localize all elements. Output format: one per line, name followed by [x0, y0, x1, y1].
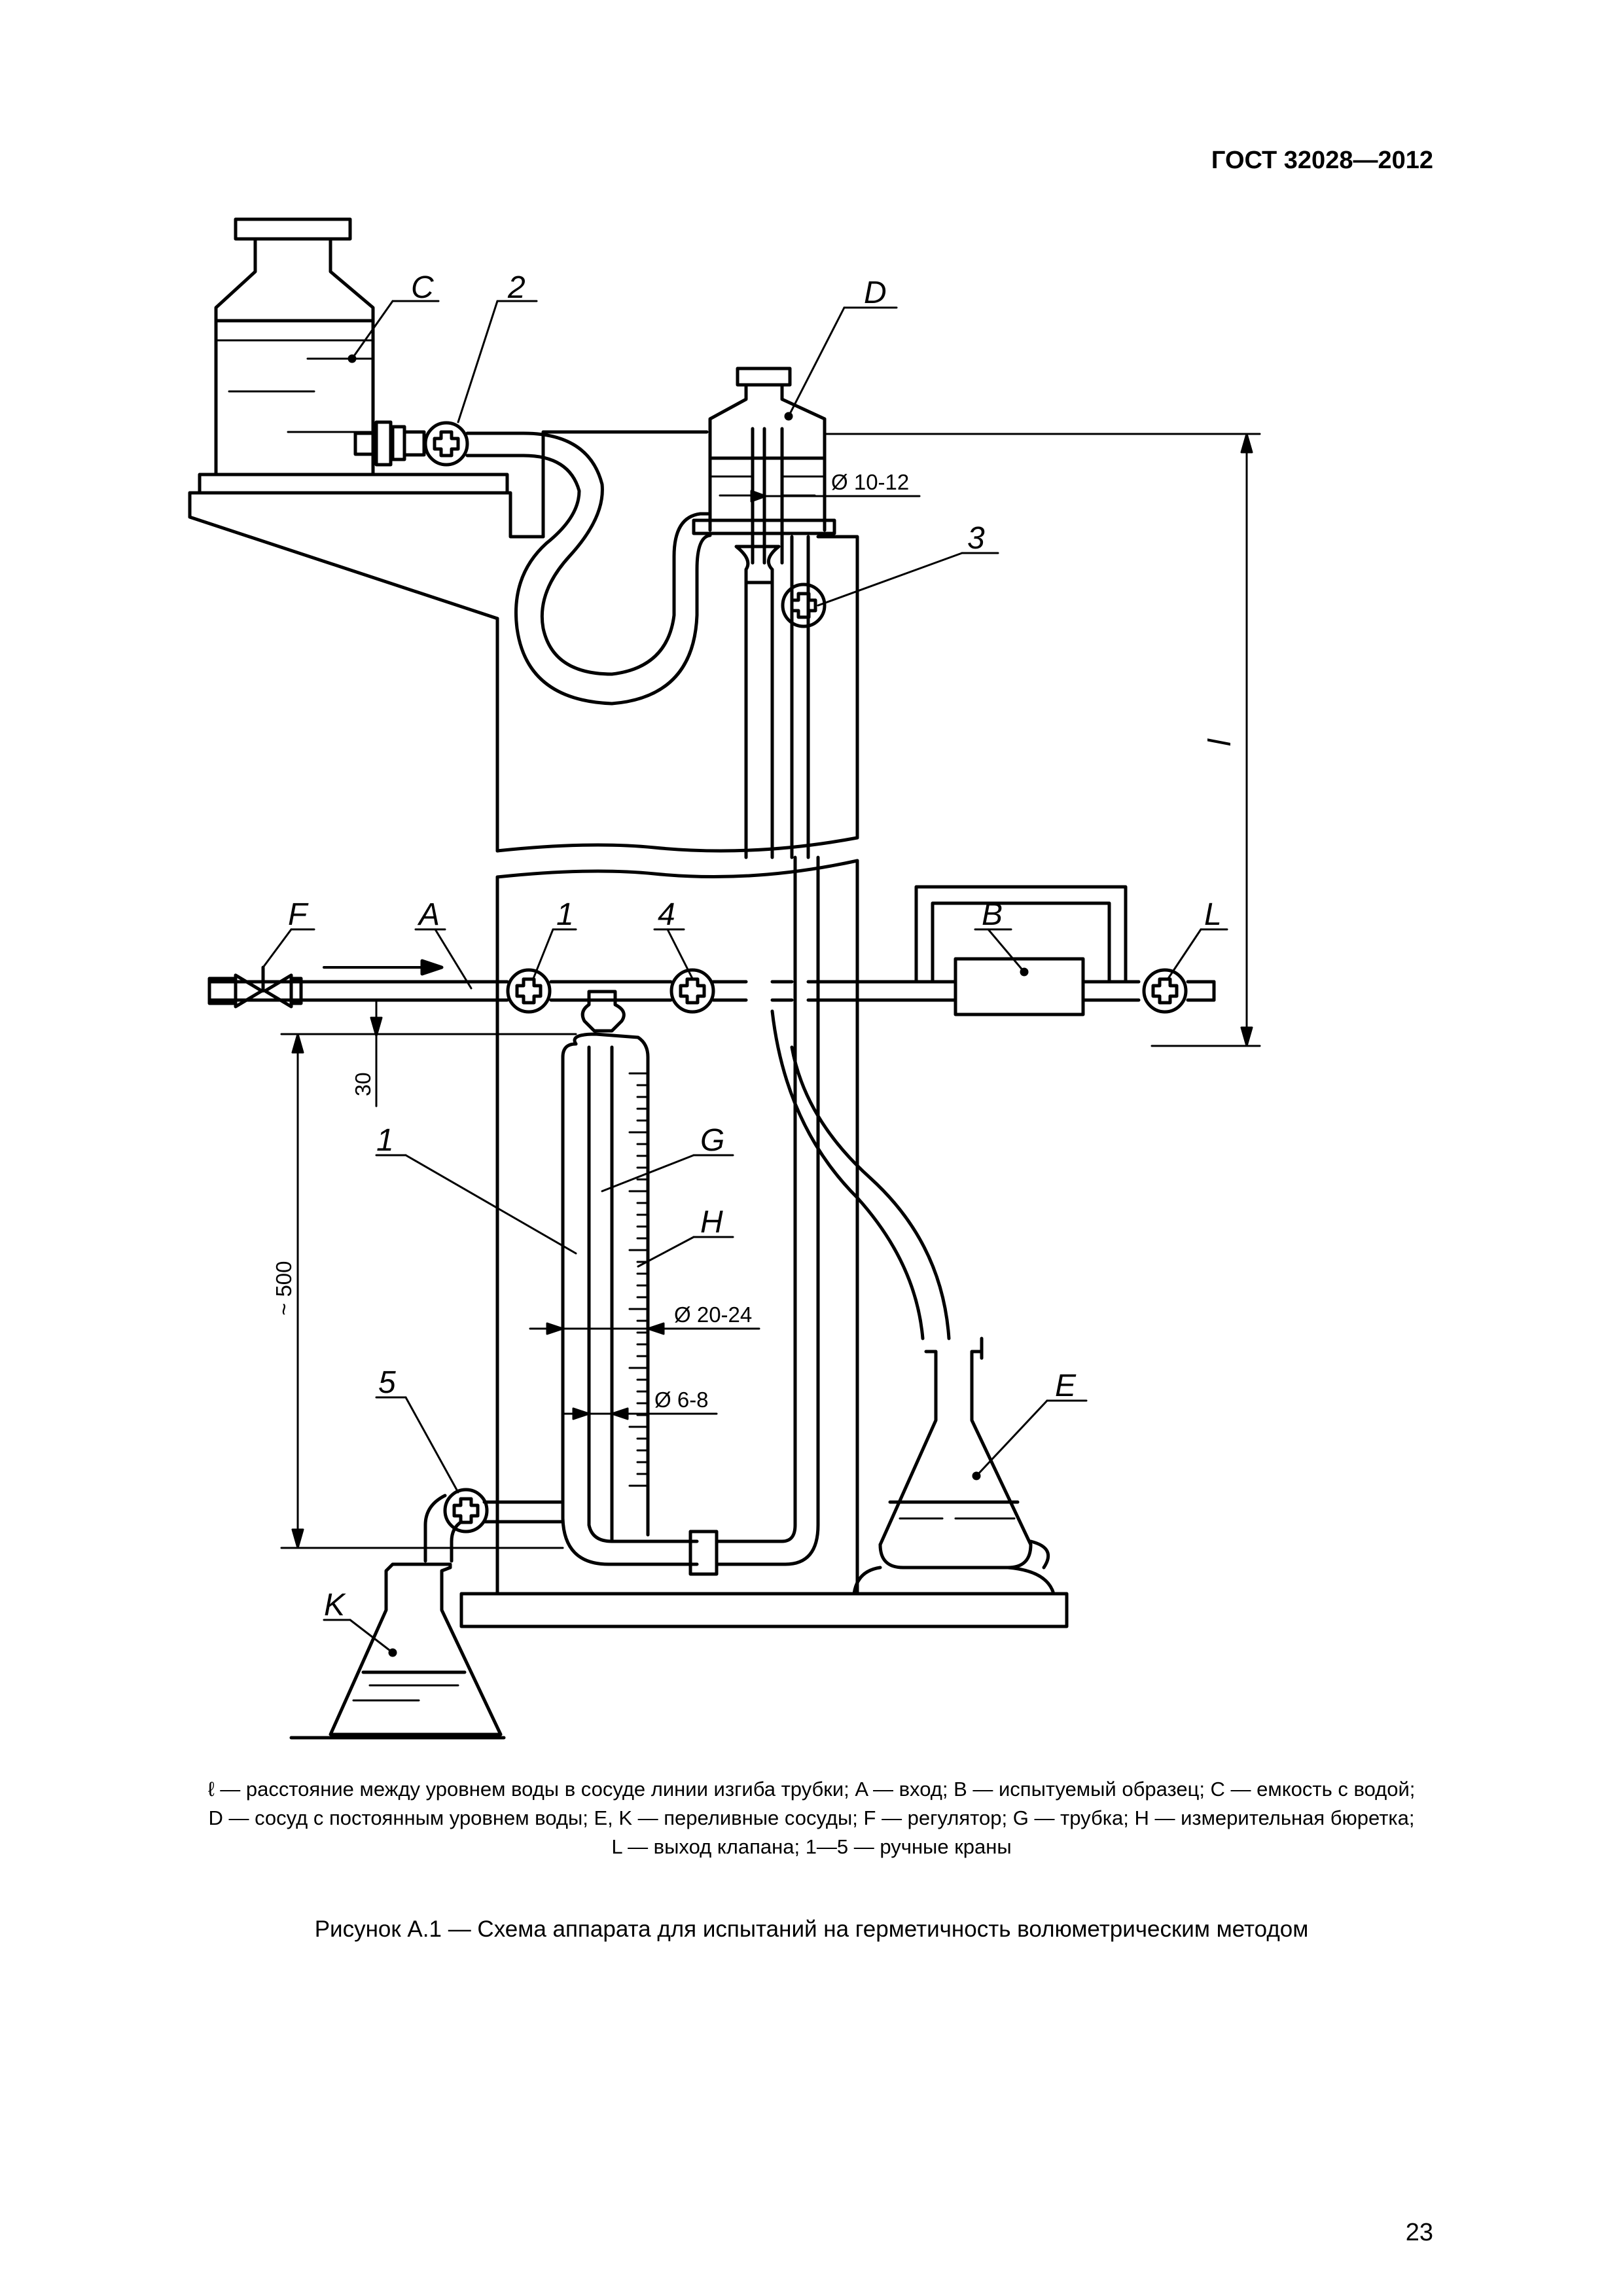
coupling-c	[353, 420, 426, 467]
valve-l-icon[interactable]	[1142, 968, 1188, 1014]
label-1-stand: 1	[376, 1123, 394, 1158]
label-b: B	[982, 897, 1003, 932]
legend-line-3: L — выход клапана; 1—5 — ручные краны	[611, 1835, 1012, 1858]
label-l-distance: l	[1203, 738, 1238, 746]
bottom-connector	[688, 855, 820, 1576]
label-e: E	[1055, 1369, 1077, 1403]
label-c: C	[411, 270, 434, 305]
break-line	[495, 859, 859, 879]
legend-line-2: D — сосуд с постоянным уровнем воды; E, …	[208, 1806, 1415, 1829]
dimension-d10-12	[750, 490, 921, 503]
dim-30: 30	[351, 1072, 375, 1096]
funnel-connector	[734, 545, 781, 584]
label-4: 4	[658, 897, 675, 932]
dimension-500	[280, 1033, 564, 1549]
valve-2-icon[interactable]	[423, 421, 469, 467]
constant-level-vessel-d	[692, 367, 836, 565]
label-k: K	[324, 1588, 346, 1623]
standard-header: ГОСТ 32028—2012	[1211, 147, 1433, 174]
dim-20-24: Ø 20-24	[674, 1302, 752, 1327]
label-1-valve: 1	[556, 897, 574, 932]
valve-1-icon[interactable]	[506, 968, 552, 1014]
valve-5-icon[interactable]	[443, 1488, 489, 1534]
page-number: 23	[1405, 2219, 1433, 2246]
label-a: A	[417, 897, 440, 932]
measuring-burette-h	[561, 990, 699, 1566]
label-5: 5	[378, 1365, 396, 1400]
dim-10-12: Ø 10-12	[831, 470, 909, 494]
dimension-30	[280, 999, 577, 1107]
s-tube	[465, 431, 712, 706]
valve-4-icon[interactable]	[669, 968, 715, 1014]
label-g: G	[700, 1123, 724, 1158]
outlet-pipe-5	[423, 1494, 565, 1563]
dimension-d6-8	[562, 1407, 718, 1420]
water-container-c	[214, 217, 375, 476]
figure-legend: ℓ — расстояние между уровнем воды в сосу…	[111, 1775, 1512, 1861]
leader-lines	[262, 300, 1228, 1654]
regulator-f-icon[interactable]	[207, 965, 303, 1009]
label-d: D	[864, 276, 887, 310]
label-h: H	[700, 1205, 723, 1240]
stand-upper	[495, 430, 859, 853]
label-f: F	[288, 897, 309, 932]
dimension-l	[823, 433, 1261, 1047]
stand-lower	[459, 859, 1069, 1628]
dim-500: ~ 500	[272, 1261, 296, 1316]
label-3: 3	[967, 521, 985, 556]
burette-scale	[628, 1072, 649, 1487]
overflow-flask-k	[289, 1562, 506, 1740]
label-l: L	[1204, 897, 1222, 932]
label-2: 2	[507, 270, 526, 305]
dimension-d20-24	[529, 1322, 760, 1335]
legend-line-1: ℓ — расстояние между уровнем воды в сосу…	[207, 1778, 1416, 1801]
figure-caption: Рисунок А.1 — Схема аппарата для испытан…	[314, 1916, 1309, 1942]
valve-3-icon[interactable]	[781, 583, 827, 628]
overflow-tubes	[744, 535, 810, 859]
overflow-flask-e	[770, 1009, 1056, 1596]
apparatus-diagram: C 2 D 3 F A 1 4 B L 1 G H E 5 K l Ø 10-1…	[188, 217, 1261, 1740]
test-sample-b	[914, 885, 1128, 1016]
dim-6-8: Ø 6-8	[654, 1388, 709, 1412]
shelf-bracket	[188, 473, 545, 853]
